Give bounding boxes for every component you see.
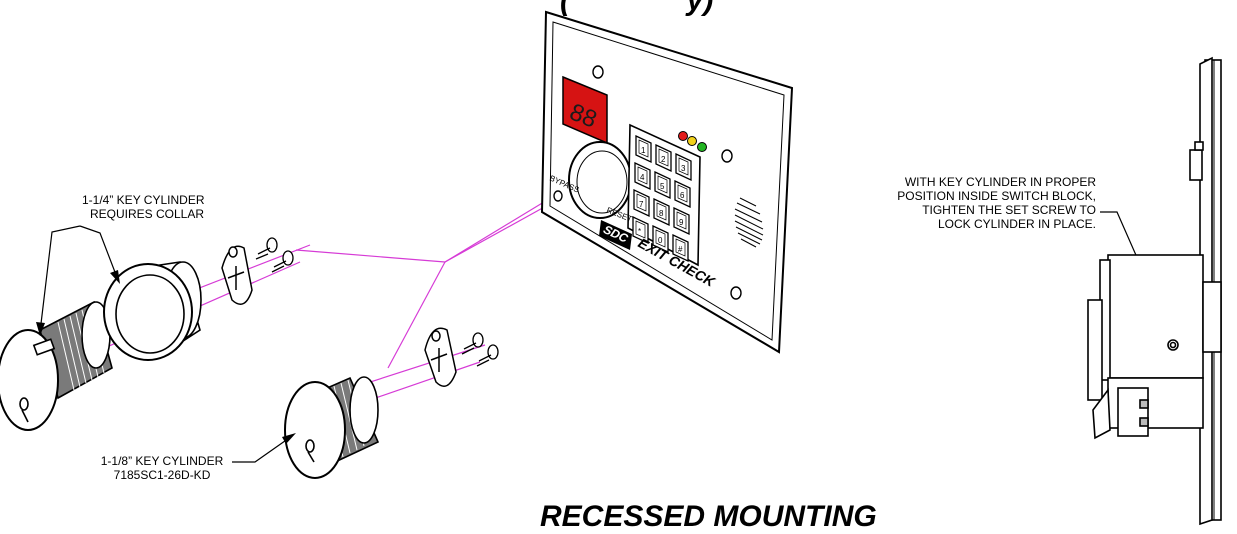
callout-set-screw-line2: POSITION INSIDE SWITCH BLOCK,	[897, 189, 1096, 203]
bypass-opening	[568, 141, 632, 219]
keypad-key-label: 3	[681, 164, 686, 173]
switch-block	[1107, 254, 1204, 379]
mounting-hole	[592, 65, 604, 79]
keypad-key: 7	[633, 188, 650, 218]
callout-set-screw-line4: LOCK CYLINDER IN PLACE.	[937, 217, 1096, 231]
keypad-key: 3	[675, 152, 692, 182]
cam-plate	[424, 327, 457, 387]
callout-large-line1: 1-1/4” KEY CYLINDER	[82, 193, 205, 207]
keypad: 1 2 3 4 5 6 7 8 9 * 0 #	[632, 134, 692, 263]
speaker-grill	[734, 197, 764, 248]
callout-set-screw-line3: TIGHTEN THE SET SCREW TO	[922, 203, 1096, 217]
keypad-key: 2	[655, 143, 672, 173]
header-title-fragment: ( y)	[560, 0, 714, 17]
keypad-key: 5	[654, 170, 671, 200]
callout-small-cylinder: 1-1/8” KEY CYLINDER 7185SC1-26D-KD	[82, 454, 242, 482]
cylinder-collar	[103, 261, 202, 361]
callout-set-screw-line1: WITH KEY CYLINDER IN PROPER	[904, 175, 1096, 189]
mounting-hole	[553, 190, 563, 202]
callout-set-screw: WITH KEY CYLINDER IN PROPER POSITION INS…	[818, 175, 1096, 231]
keypad-key: 0	[652, 224, 669, 254]
mounting-hole	[721, 149, 733, 163]
keypad-key: *	[632, 215, 649, 245]
status-led-red	[678, 131, 688, 141]
keypad-key: 6	[674, 179, 691, 209]
callout-small-line1: 1-1/8” KEY CYLINDER	[100, 454, 224, 468]
mounting-screws	[461, 332, 499, 367]
key-cylinder-large	[0, 300, 113, 431]
keypad-key-label: *	[638, 227, 641, 236]
status-led-yellow	[687, 136, 697, 146]
keypad-key-label: 8	[659, 209, 664, 218]
callout-large-cylinder: 1-1/4” KEY CYLINDER REQUIRES COLLAR	[82, 193, 205, 221]
callout-small-line2: 7185SC1-26D-KD	[113, 468, 211, 482]
keypad-key-label: 5	[660, 182, 665, 191]
keypad-key: 4	[634, 161, 651, 191]
keypad-key-label: 1	[641, 146, 646, 155]
callout-large-line2: REQUIRES COLLAR	[90, 207, 205, 221]
callout-leaders	[39, 211, 1173, 463]
keypad-key-label: 0	[658, 236, 663, 245]
keypad-key: 1	[635, 134, 652, 164]
arrowheads	[36, 270, 1173, 444]
key-cylinder-small	[284, 376, 380, 479]
brand-block	[599, 220, 632, 250]
footer-title: RECESSED MOUNTING	[540, 500, 877, 533]
mounting-screws	[255, 237, 294, 273]
cam-plate	[221, 245, 253, 305]
keypad-key-label: 2	[661, 155, 666, 164]
status-led-green	[697, 142, 707, 152]
keypad-key-label: 4	[640, 173, 645, 182]
keypad-key: 9	[673, 206, 690, 236]
keypad-key-label: #	[678, 245, 683, 254]
side-view-assembly	[1087, 56, 1222, 526]
mounting-hole	[730, 286, 742, 300]
keypad-key-label: 6	[680, 191, 685, 200]
keypad-key: #	[672, 233, 689, 263]
keypad-key-label: 7	[639, 200, 644, 209]
keypad-key-label: 9	[679, 218, 684, 227]
keypad-key: 8	[653, 197, 670, 227]
